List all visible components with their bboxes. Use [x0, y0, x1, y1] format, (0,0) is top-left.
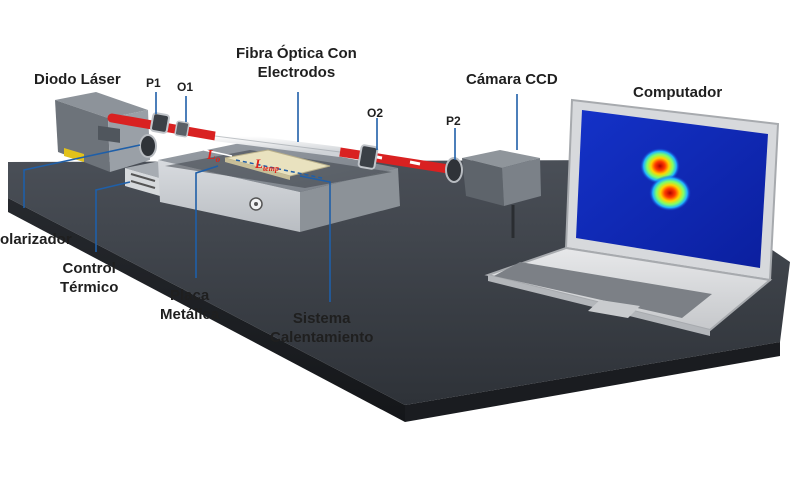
label-control-termico: Control Térmico: [60, 259, 118, 297]
label-p2: P2: [446, 114, 461, 128]
label-sistema-line2: Calentamiento: [270, 329, 373, 346]
label-fibra-optica: Fibra Óptica Con Electrodos: [236, 44, 357, 82]
label-placa-metalica: Placa Metálica: [160, 286, 219, 324]
label-computador: Computador: [633, 83, 722, 102]
label-p1: P1: [146, 76, 161, 90]
label-polarizador: olarizador: [0, 230, 72, 249]
label-placa-line2: Metálica: [160, 306, 219, 323]
label-sistema-line1: Sistema: [293, 310, 351, 327]
label-control-line2: Térmico: [60, 279, 118, 296]
polarizer-p2: [446, 158, 462, 182]
label-o2: O2: [367, 106, 383, 120]
polarizer-p1: [140, 135, 156, 157]
label-fibra-line2: Electrodos: [258, 64, 336, 81]
label-control-line1: Control: [63, 260, 116, 277]
label-camara-ccd: Cámara CCD: [466, 70, 558, 89]
label-placa-line1: Placa: [170, 287, 209, 304]
label-sistema-calentamiento: Sistema Calentamiento: [270, 309, 373, 347]
label-diodo-laser: Diodo Láser: [34, 70, 121, 89]
label-o1: O1: [177, 80, 193, 94]
objective-o2: [358, 145, 378, 169]
label-fibra-line1: Fibra Óptica Con: [236, 45, 357, 62]
beam-spot-lower: [649, 175, 691, 211]
